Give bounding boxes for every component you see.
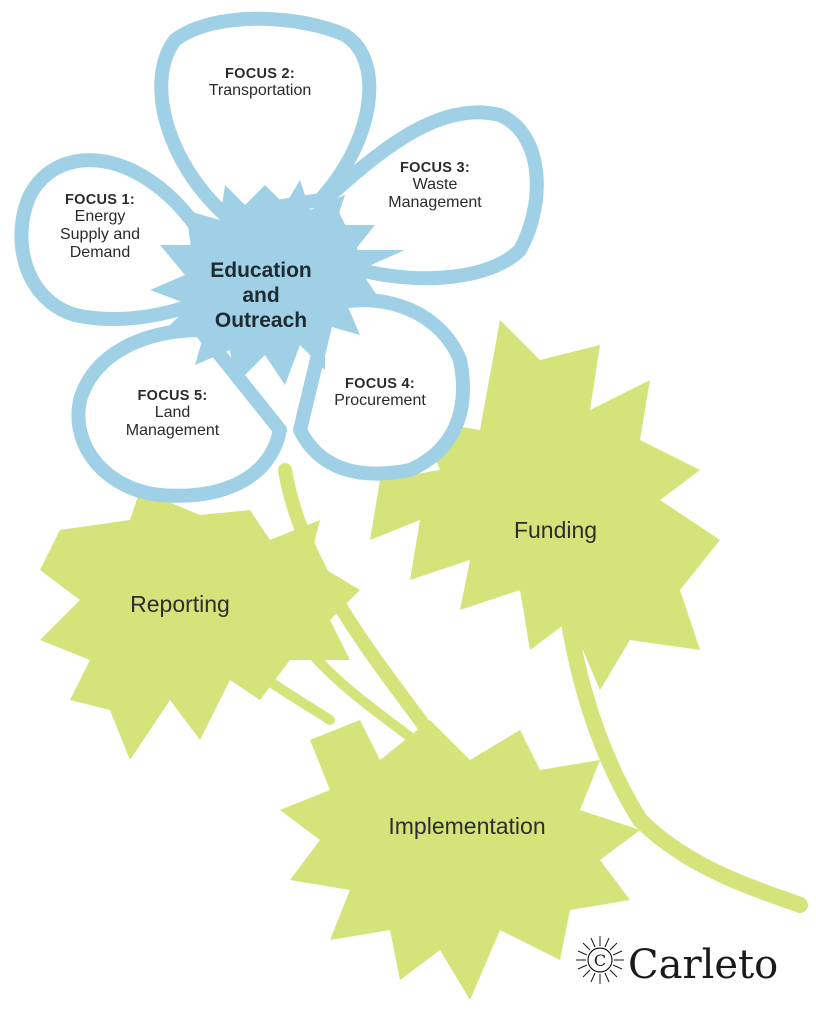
logo-mark-letter: C: [594, 951, 606, 970]
focus-4-head: FOCUS 4:: [344, 376, 416, 392]
implementation-leaf: [280, 720, 640, 1000]
center-line-2: and: [242, 284, 280, 308]
focus-4-name: Procurement: [334, 392, 426, 410]
focus-3-name-line-2: Management: [388, 194, 482, 212]
focus-5-label: FOCUS 5: Land Management: [100, 388, 245, 440]
petal-focus-2: [154, 11, 377, 222]
petal-focus-3: [318, 105, 544, 286]
petal-focus-5: [71, 323, 287, 503]
focus-1-name-line-2: Supply and: [59, 226, 141, 244]
focus-1-label: FOCUS 1: Energy Supply and Demand: [40, 192, 160, 262]
center-line-1: Education: [210, 259, 312, 282]
focus-4-label: FOCUS 4: Procurement: [310, 376, 450, 410]
focus-2-name: Transportation: [208, 82, 312, 100]
petal-focus-1: [14, 153, 212, 326]
center-line-3: Outreach: [214, 309, 308, 333]
leaves: [40, 320, 720, 1000]
logo-mark: C: [576, 936, 624, 984]
implementation-label: Implementation: [388, 813, 546, 839]
funding-leaf: [370, 320, 720, 690]
center-label: Education and Outreach: [196, 258, 326, 334]
focus-5-name-line-2: Management: [125, 422, 220, 440]
focus-1-head: FOCUS 1:: [64, 192, 136, 208]
focus-1-name-line-1: Energy: [74, 208, 126, 226]
logo-text: Carleto: [628, 942, 779, 988]
reporting-label: Reporting: [130, 591, 230, 617]
focus-5-name-line-1: Land: [154, 404, 191, 422]
funding-label: Funding: [513, 517, 598, 543]
reporting-leaf: [40, 490, 360, 760]
focus-3-head: FOCUS 3:: [399, 160, 471, 176]
focus-2-label: FOCUS 2: Transportation: [180, 66, 340, 100]
focus-3-name-line-1: Waste: [412, 176, 458, 194]
petal-focus-4: [293, 293, 470, 481]
focus-3-label: FOCUS 3: Waste Management: [360, 160, 510, 212]
focus-2-head: FOCUS 2:: [224, 66, 296, 82]
focus-1-name-line-3: Demand: [69, 244, 131, 262]
flower-petals: [14, 11, 544, 503]
flower-center: [150, 180, 405, 385]
focus-5-head: FOCUS 5:: [137, 388, 208, 404]
